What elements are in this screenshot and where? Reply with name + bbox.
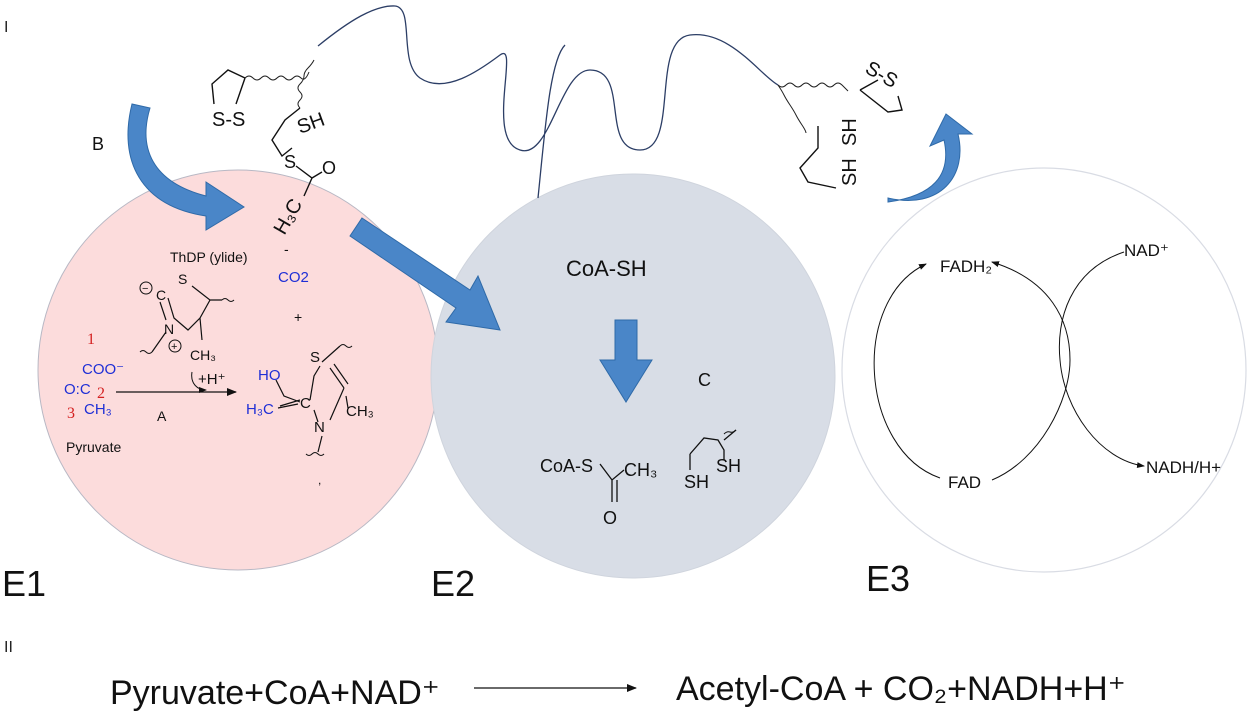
ylide-s: S: [178, 271, 187, 287]
fad-cycle-left-arc: [873, 263, 941, 479]
nad-label: NAD⁺: [1124, 241, 1169, 260]
pyruvate-num2: 2: [97, 385, 105, 402]
overall-products: Acetyl-CoA + CO₂+NADH+H⁺: [676, 670, 1126, 708]
thdp-label: ThDP (ylide): [170, 249, 248, 265]
pyruvate-coo: COO⁻: [82, 361, 124, 378]
product-s: S: [310, 349, 320, 366]
proton-label: +H⁺: [198, 371, 226, 388]
ylide-wavy-1: [221, 298, 235, 302]
left-wavy-linker-2: [297, 59, 315, 109]
arrow-b-curved: [127, 103, 245, 231]
carbanion-charge: [139, 281, 153, 295]
ylide-n-charge: [168, 339, 182, 353]
proton-curve: [191, 371, 207, 393]
ylide-n: N: [164, 321, 174, 337]
thioester-o: O: [322, 158, 336, 178]
ylide-c: C: [156, 287, 166, 303]
dihydrolipoamide-wavy: [723, 429, 737, 435]
pyruvate-oc: O:C: [64, 381, 91, 398]
pyruvate-ch3: CH₃: [84, 401, 112, 418]
overall-reactants: Pyruvate+CoA+NAD⁺: [110, 674, 440, 712]
mid-lipoyl-chain: [271, 107, 301, 158]
step-label-c: C: [698, 370, 711, 390]
arrow-to-e2: [349, 217, 501, 331]
product-h3c: H₃C: [246, 401, 274, 418]
pyruvate-num1: 1: [87, 331, 95, 348]
panel-label-part2: II: [4, 639, 13, 656]
product-ho: HO: [258, 367, 281, 384]
lipoyl-arm-line: [317, 5, 779, 199]
product-c: C: [300, 395, 311, 412]
left-dithiolane-ring: [211, 69, 246, 105]
right-dihydro-sh-bottom: SH: [839, 158, 861, 186]
nadh-label: NADH/H+: [1146, 458, 1221, 477]
co2-minus: -: [284, 241, 289, 257]
right-wavy-linker-1: [777, 82, 849, 92]
right-dihydro-sh-top: SH: [839, 118, 861, 146]
right-wavy-linker-2: [777, 84, 807, 134]
e3-circle: [841, 167, 1247, 573]
fadh2-label: FADH₂: [940, 257, 992, 276]
acetyl-coa-o: O: [603, 508, 617, 528]
co2-label: CO2: [278, 269, 309, 286]
pyruvate-num3: 3: [67, 405, 75, 422]
thioester-bonds: [295, 165, 323, 197]
product-dot: ,: [318, 473, 321, 487]
fad-cycle-right-arc: [991, 261, 1071, 481]
dihydrolipoamide-sh1: SH: [684, 472, 709, 492]
pyruvate-name: Pyruvate: [66, 439, 121, 455]
enzyme-label-e3: E3: [866, 558, 910, 599]
panel-label-part1: I: [4, 19, 8, 36]
step-label-b: B: [92, 134, 104, 154]
right-dithiolane-ss: S-S: [861, 57, 901, 93]
product-ch3: CH₃: [346, 403, 374, 420]
mid-lipoyl-sh: SH: [294, 109, 328, 139]
dihydrolipoamide-sh2: SH: [716, 456, 741, 476]
product-n: N: [314, 419, 325, 436]
ylide-ring: [151, 285, 222, 353]
left-wavy-linker-1: [244, 71, 310, 81]
enzyme-label-e2: E2: [431, 563, 475, 604]
left-dithiolane-ss: S-S: [212, 109, 245, 131]
enzyme-label-e1: E1: [2, 563, 46, 604]
fad-label: FAD: [948, 473, 981, 492]
right-dithiolane-ring: [859, 79, 903, 113]
ylide-n-charge-sign: +: [171, 341, 177, 353]
acetyl-coa-bonds: [599, 463, 625, 502]
arrow-e3-curved: [887, 113, 974, 203]
acetyl-coa-ch3: CH₃: [624, 460, 657, 480]
acetyl-coa-left: CoA-S: [540, 456, 593, 476]
thioester-s: S: [284, 152, 296, 172]
step-label-a: A: [157, 408, 167, 424]
ylide-wavy-2: [139, 350, 153, 354]
nad-cycle-arc: [1058, 251, 1145, 469]
product-wavy-1: [339, 344, 353, 348]
plus-sign: +: [294, 309, 302, 325]
arrow-e2-down: [599, 319, 653, 403]
carbanion-charge-sign: −: [142, 283, 148, 295]
right-dihydrolipoyl-chain: [799, 126, 837, 189]
ylide-ch3: CH₃: [190, 347, 216, 363]
coa-sh-label: CoA-SH: [566, 256, 647, 281]
product-bonds: [275, 345, 349, 453]
product-wavy-2: [305, 452, 325, 456]
